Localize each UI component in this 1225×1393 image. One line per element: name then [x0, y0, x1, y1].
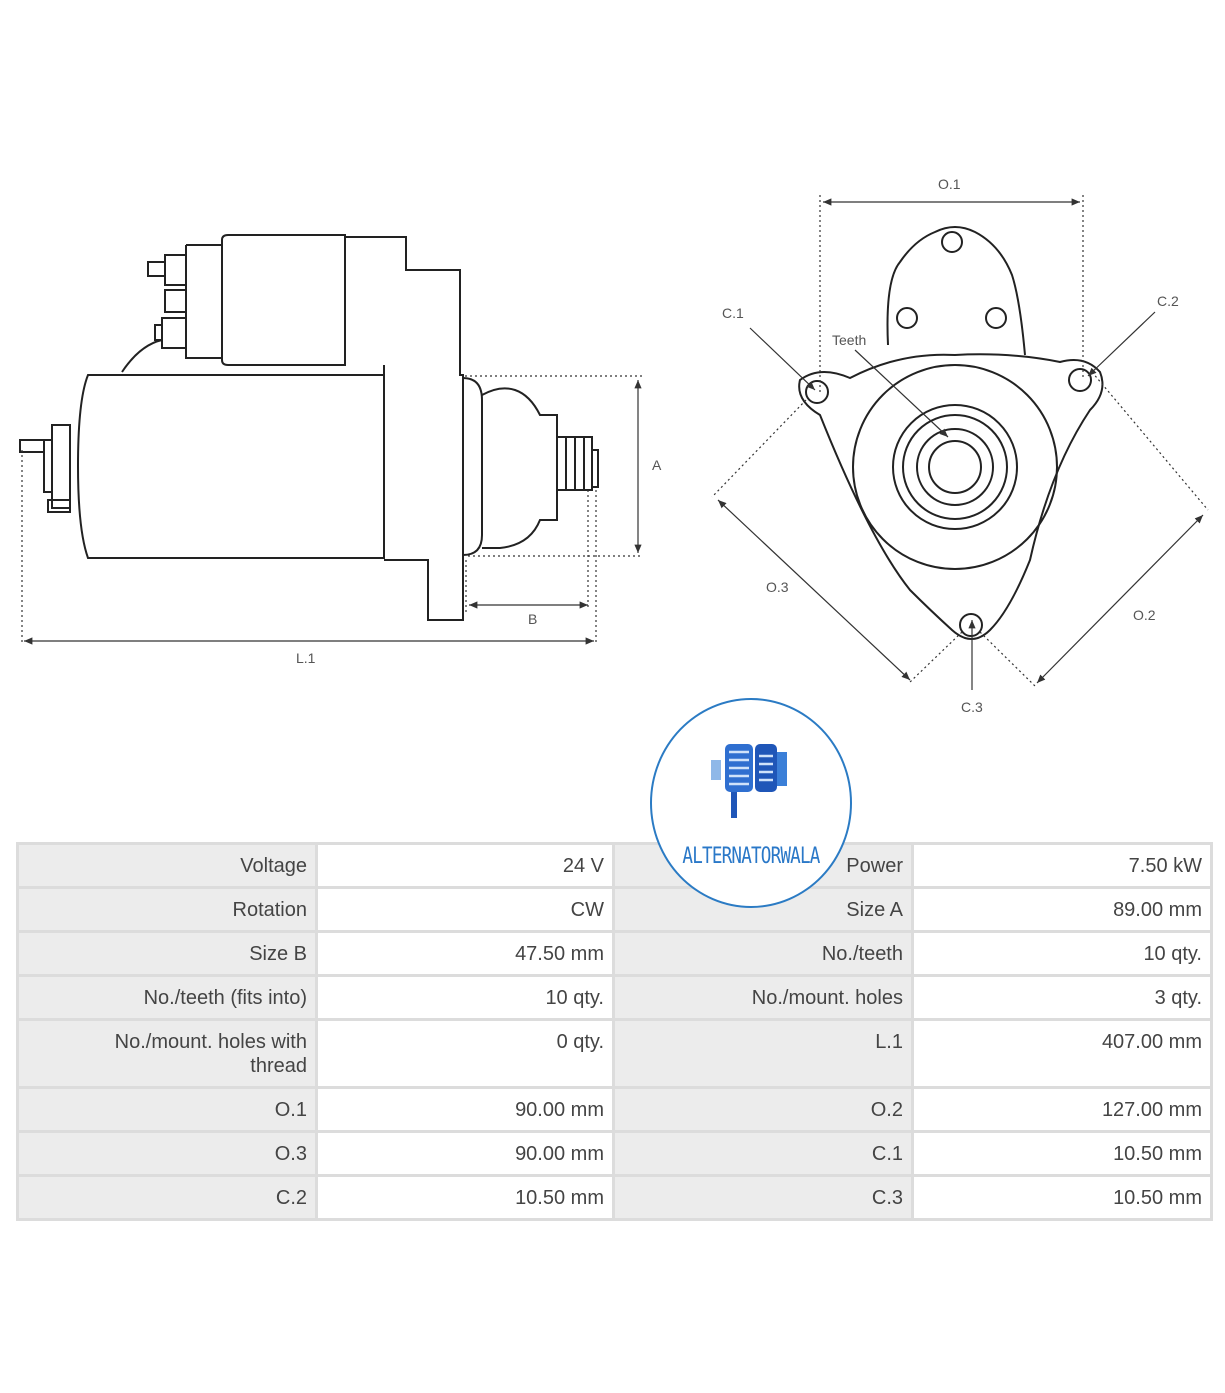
spec-value: 90.00 mm — [315, 1086, 615, 1133]
spec-value: 10 qty. — [911, 930, 1213, 977]
side-view: A B L.1 — [19, 234, 662, 666]
spec-label: C.3 — [612, 1174, 914, 1221]
label-o1: O.1 — [938, 176, 961, 192]
spec-value: 89.00 mm — [911, 886, 1213, 933]
spec-label: No./mount. holes — [612, 974, 914, 1021]
label-teeth: Teeth — [832, 332, 866, 348]
label-l1: L.1 — [296, 650, 316, 666]
spec-label: C.1 — [612, 1130, 914, 1177]
label-c3: C.3 — [961, 699, 983, 715]
label-b: B — [528, 611, 537, 627]
spec-value: 10.50 mm — [911, 1174, 1213, 1221]
spec-label: Voltage — [16, 842, 318, 889]
starter-motor-diagram: A B L.1 O.1 C.1 C.2 Teeth O.3 O.2 C.3 — [19, 176, 1209, 715]
label-c1: C.1 — [722, 305, 744, 321]
spec-value: 24 V — [315, 842, 615, 889]
spec-value: 10.50 mm — [911, 1130, 1213, 1177]
label-c2: C.2 — [1157, 293, 1179, 309]
spec-value: 3 qty. — [911, 974, 1213, 1021]
label-o3: O.3 — [766, 579, 789, 595]
spec-value: 47.50 mm — [315, 930, 615, 977]
label-a: A — [652, 457, 662, 473]
spec-value: 407.00 mm — [911, 1018, 1213, 1089]
label-o2: O.2 — [1133, 607, 1156, 623]
spec-label: O.2 — [612, 1086, 914, 1133]
alternator-icon — [711, 744, 787, 818]
spec-label: No./teeth — [612, 930, 914, 977]
spec-label: No./teeth (fits into) — [16, 974, 318, 1021]
spec-label: No./mount. holes with thread — [16, 1018, 318, 1089]
spec-label: O.1 — [16, 1086, 318, 1133]
spec-label: C.2 — [16, 1174, 318, 1221]
spec-label: Rotation — [16, 886, 318, 933]
spec-value: 7.50 kW — [911, 842, 1213, 889]
spec-value: CW — [315, 886, 615, 933]
spec-value: 0 qty. — [315, 1018, 615, 1089]
table-row: No./teeth (fits into)10 qty.No./mount. h… — [16, 974, 1213, 1021]
spec-label: Size B — [16, 930, 318, 977]
spec-label: L.1 — [612, 1018, 914, 1089]
spec-value: 10.50 mm — [315, 1174, 615, 1221]
spec-label: O.3 — [16, 1130, 318, 1177]
spec-value: 90.00 mm — [315, 1130, 615, 1177]
spec-value: 10 qty. — [315, 974, 615, 1021]
alternatorwala-logo: ALTERNATORWALA — [650, 698, 852, 908]
logo-text: ALTERNATORWALA — [682, 844, 820, 869]
front-view: O.1 C.1 C.2 Teeth O.3 O.2 C.3 — [711, 176, 1209, 715]
spec-value: 127.00 mm — [911, 1086, 1213, 1133]
